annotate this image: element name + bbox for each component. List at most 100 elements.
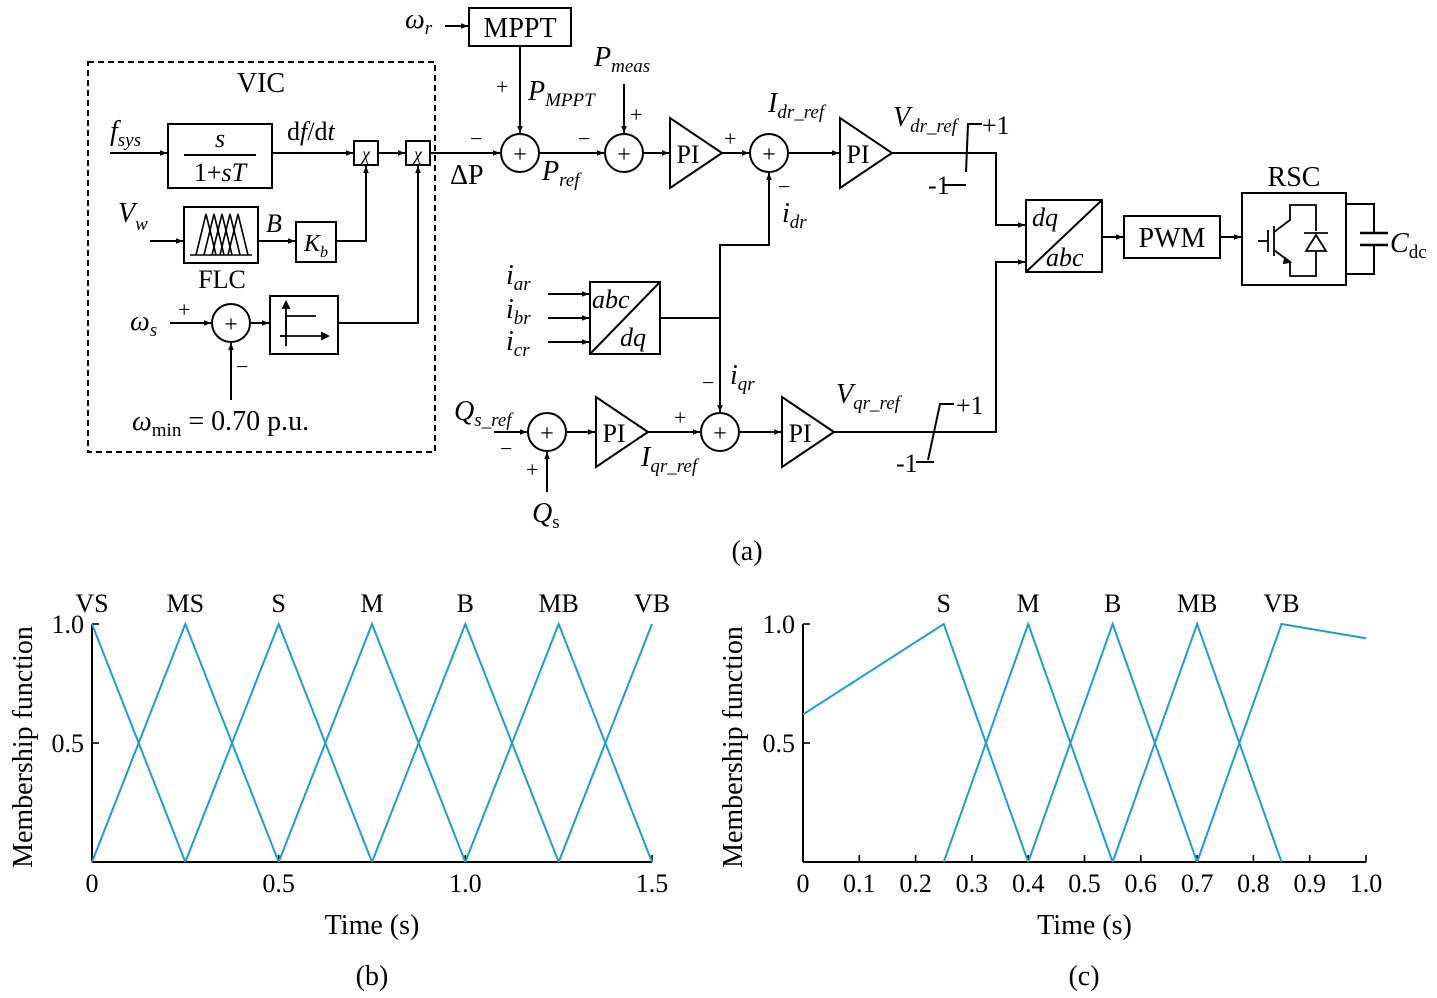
membership-line-mb <box>464 621 653 863</box>
vqr-limiter-symbol <box>927 403 954 461</box>
membership-line-s <box>802 622 1030 863</box>
abc-dq-bottom-label: dq <box>620 323 646 352</box>
qs-ref-minus-sign: − <box>500 436 512 461</box>
vdr-ref-label: Vdr_ref <box>893 102 960 137</box>
x-tick-label: 0.4 <box>1012 869 1045 898</box>
dc-link-top <box>1346 203 1375 233</box>
deltap-label: ΔP <box>450 160 484 191</box>
vdr-ref-to-dqabc-arrow <box>892 152 1025 228</box>
pi-controller-power <box>669 116 724 190</box>
series-label-mb: MB <box>538 589 578 618</box>
pi-reactive-label: PI <box>602 419 625 448</box>
vdr-limiter-symbol <box>965 123 982 173</box>
tf-denominator: 1+sT <box>194 158 248 187</box>
membership-line-b <box>371 621 560 863</box>
b-label: B <box>266 209 282 238</box>
omega-s-plus-sign: + <box>178 297 190 322</box>
caption-b: (b) <box>356 961 389 992</box>
vw-label: Vw <box>118 198 148 235</box>
pref-label: Pref <box>541 156 582 191</box>
multiplier-2-symbol: χ <box>412 144 423 164</box>
omega-s-label: ωs <box>130 306 157 341</box>
dq-abc-diagonal <box>1025 199 1103 273</box>
iqr-sum-symbol: + <box>713 421 727 447</box>
series-label-m: M <box>1017 589 1040 618</box>
y-axis-label: Membership function <box>718 626 749 868</box>
control-diagram: VIC fsys s 1+sT df/dt χ χ Vw FLC B <box>87 4 1427 533</box>
x-tick-label: 0.2 <box>899 869 932 898</box>
pi-q-current-label: PI <box>788 419 811 448</box>
dq-abc-top-label: dq <box>1032 203 1058 232</box>
idr-feedback-arrow <box>719 173 772 318</box>
pi-controller-q-current <box>781 395 836 469</box>
omega-min-minus-sign: − <box>236 354 248 379</box>
series-label-m: M <box>360 589 383 618</box>
caption-a: (a) <box>731 536 762 567</box>
pref-minus-sign: − <box>578 126 590 151</box>
abc-dq-diagonal <box>589 281 661 355</box>
kb-to-mult1-arrow <box>336 166 369 242</box>
x-tick-label: 0 <box>797 869 810 898</box>
dfdt-label: df/dt <box>287 117 335 146</box>
membership-line-m <box>277 621 467 863</box>
x-axis-label: Time (s) <box>1037 910 1132 941</box>
qs-ref-label: Qs_ref <box>454 396 514 431</box>
y-axis-label: Membership function <box>8 626 39 868</box>
multiplier-1 <box>353 140 379 166</box>
pwm-block <box>1123 215 1221 259</box>
deltap-minus-sign: − <box>470 126 482 151</box>
pmppt-label: PMPPT <box>527 76 596 111</box>
limiter-step-icon <box>280 299 331 346</box>
iqr-ref-label: Iqr_ref <box>640 442 700 477</box>
vdr-lower-limit: -1 <box>928 171 950 200</box>
idr-ref-label: Idr_ref <box>767 88 827 123</box>
power-sum-symbol: + <box>513 142 527 168</box>
membership-line-m <box>942 621 1114 863</box>
y-tick-label: 1.0 <box>763 610 796 639</box>
pref-sum-symbol: + <box>617 142 631 168</box>
membership-line-ms <box>91 621 280 863</box>
series-label-b: B <box>457 589 474 618</box>
igbt-diode-icon <box>1258 204 1328 277</box>
membership-line-vb <box>1196 622 1367 863</box>
fsys-label: fsys <box>110 116 141 151</box>
series-label-mb: MB <box>1177 589 1217 618</box>
y-tick-label: 1.0 <box>52 610 85 639</box>
x-tick-label: 0.6 <box>1125 869 1158 898</box>
x-tick-label: 0.5 <box>262 869 295 898</box>
omega-sum-symbol: + <box>224 312 238 338</box>
idr-ref-plus-sign: + <box>724 126 736 151</box>
series-label-vb: VB <box>1263 589 1299 618</box>
mppt-block <box>468 7 572 47</box>
pmeas-label: Pmeas <box>593 42 650 77</box>
y-tick-label: 0.5 <box>763 729 796 758</box>
mppt-label: MPPT <box>483 13 556 44</box>
x-tick-label: 1.0 <box>449 869 482 898</box>
series-label-vb: VB <box>634 589 670 618</box>
x-tick-label: 0.8 <box>1237 869 1270 898</box>
kb-label: Kb <box>303 231 328 261</box>
vdr-upper-limit: +1 <box>982 111 1010 140</box>
iqr-label: iqr <box>730 360 755 395</box>
membership-line-b <box>1027 621 1199 863</box>
membership-line-vb <box>557 623 653 863</box>
series-label-b: B <box>1104 589 1121 618</box>
series-label-s: S <box>271 589 285 618</box>
vqr-ref-label: Vqr_ref <box>836 379 903 414</box>
membership-line-s <box>184 621 373 863</box>
qs-label: Qs <box>532 498 560 533</box>
caption-c: (c) <box>1068 961 1099 992</box>
flc-membership-icon <box>190 213 252 256</box>
dc-link-bottom <box>1346 245 1375 275</box>
mppt-plus-sign: + <box>496 74 508 99</box>
idr-minus-sign: − <box>778 174 790 199</box>
x-tick-label: 0.1 <box>843 869 876 898</box>
idr-sum-symbol: + <box>762 142 776 168</box>
vic-title: VIC <box>237 68 285 99</box>
svg-text:icr: icr <box>506 326 530 361</box>
flc-label: FLC <box>198 265 246 294</box>
tf-numerator: s <box>215 124 225 153</box>
